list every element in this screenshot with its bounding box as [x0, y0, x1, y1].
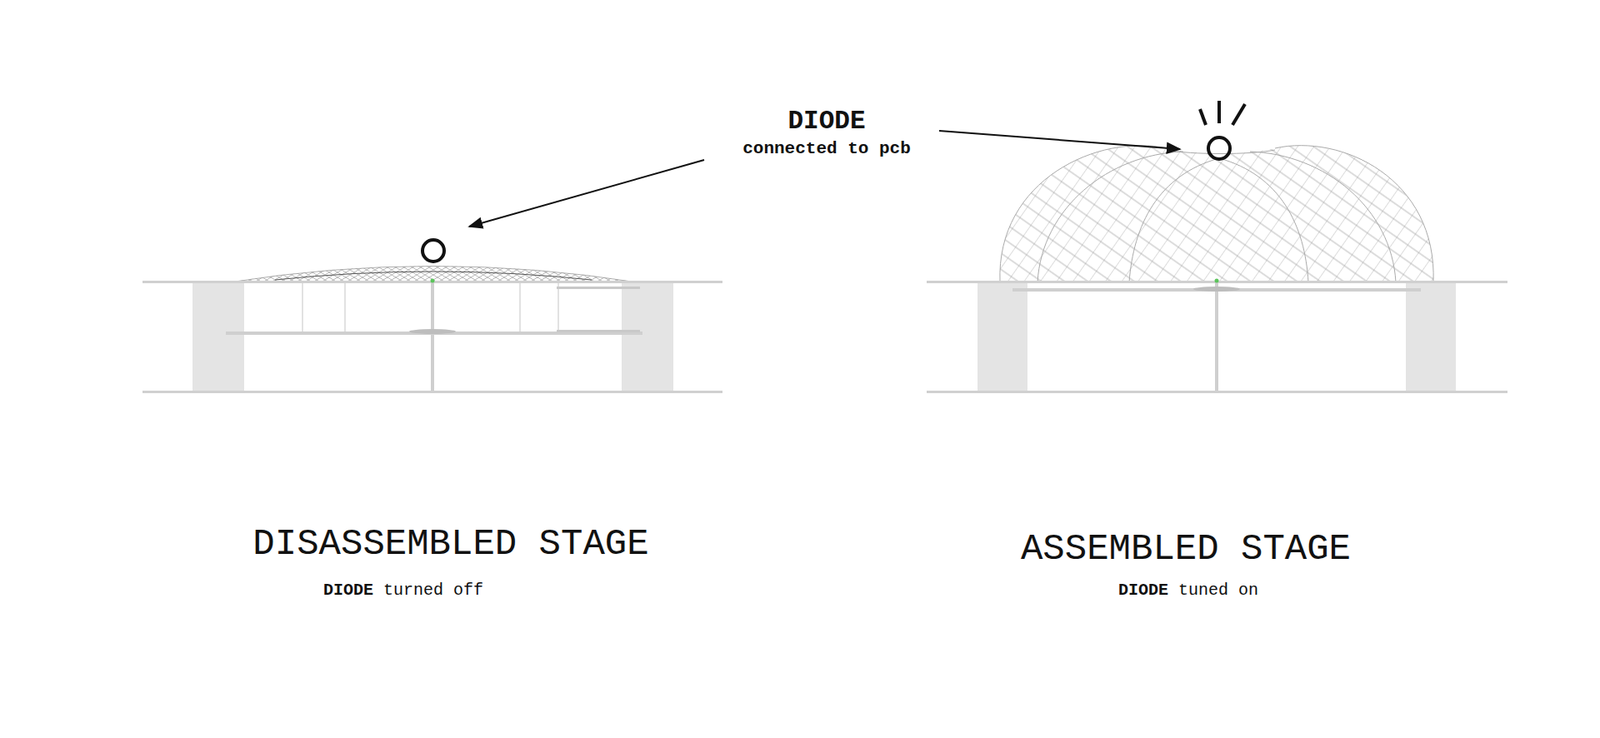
text-line: DIODE tuned on [1118, 580, 1259, 600]
leader-arrow [939, 130, 1180, 150]
diode-symbol [422, 240, 445, 262]
stage-title: DISASSEMBLED STAGE [252, 523, 649, 565]
state-keyword: DIODE [1118, 580, 1169, 600]
light-ray [1217, 100, 1221, 124]
text-line: DIODE turned off [323, 580, 484, 600]
state-text: tuned on [1178, 580, 1259, 600]
callout-heading: DIODE [787, 106, 865, 136]
stage-title: ASSEMBLED STAGE [1020, 528, 1351, 570]
text-line: connected to pcb [742, 139, 911, 159]
assembled-stage [926, 100, 1508, 394]
text-line: DISASSEMBLED STAGE [252, 523, 649, 565]
text-line: ASSEMBLED STAGE [1020, 528, 1351, 570]
state-keyword: DIODE [323, 580, 374, 600]
diode-symbol [1208, 137, 1230, 160]
callout-note: connected to pcb [742, 139, 911, 159]
light-ray [1232, 104, 1245, 125]
leader-arrow [469, 160, 705, 227]
text-line: DIODE [787, 106, 865, 136]
state-text: turned off [383, 580, 484, 600]
light-ray [1200, 109, 1206, 125]
disassembled-stage [142, 240, 723, 394]
